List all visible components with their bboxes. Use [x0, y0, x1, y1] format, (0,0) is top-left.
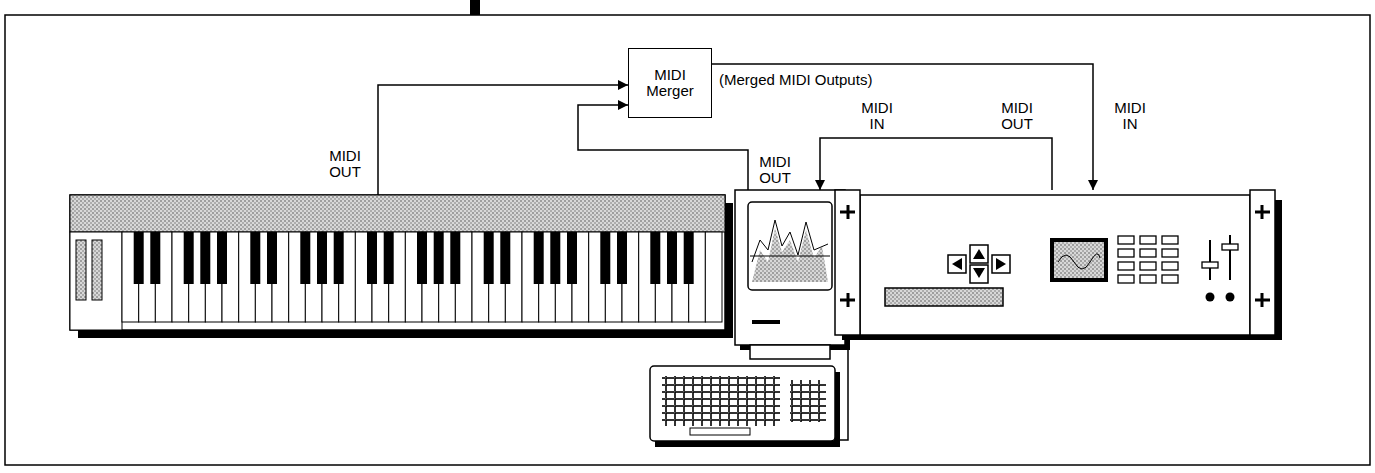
cable-label: (Merged MIDI Outputs): [717, 72, 874, 88]
frame: [5, 15, 1370, 465]
computer-node: MIDI OUTMIDI IN: [735, 190, 845, 345]
computer: [650, 190, 850, 447]
music-keyboard: [70, 195, 733, 338]
port-label: MIDI OUT: [992, 100, 1042, 132]
rack-unit: [835, 190, 1282, 340]
top-bar: [470, 0, 480, 15]
midi-cable: [820, 138, 1052, 190]
box-label: MIDI Merger: [640, 67, 700, 99]
port-label: MIDI IN: [1105, 100, 1155, 132]
port-label: MIDI IN: [852, 100, 902, 132]
midi-cable: [378, 85, 628, 195]
port-label: MIDI OUT: [750, 154, 800, 186]
midi-cable: [712, 64, 1093, 190]
merger-box: MIDI Merger: [628, 48, 712, 118]
rack-unit-node: MIDI OUTMIDI IN: [835, 190, 1275, 335]
music-keyboard-node: MIDI OUT: [70, 195, 725, 330]
port-label: MIDI OUT: [320, 148, 370, 180]
